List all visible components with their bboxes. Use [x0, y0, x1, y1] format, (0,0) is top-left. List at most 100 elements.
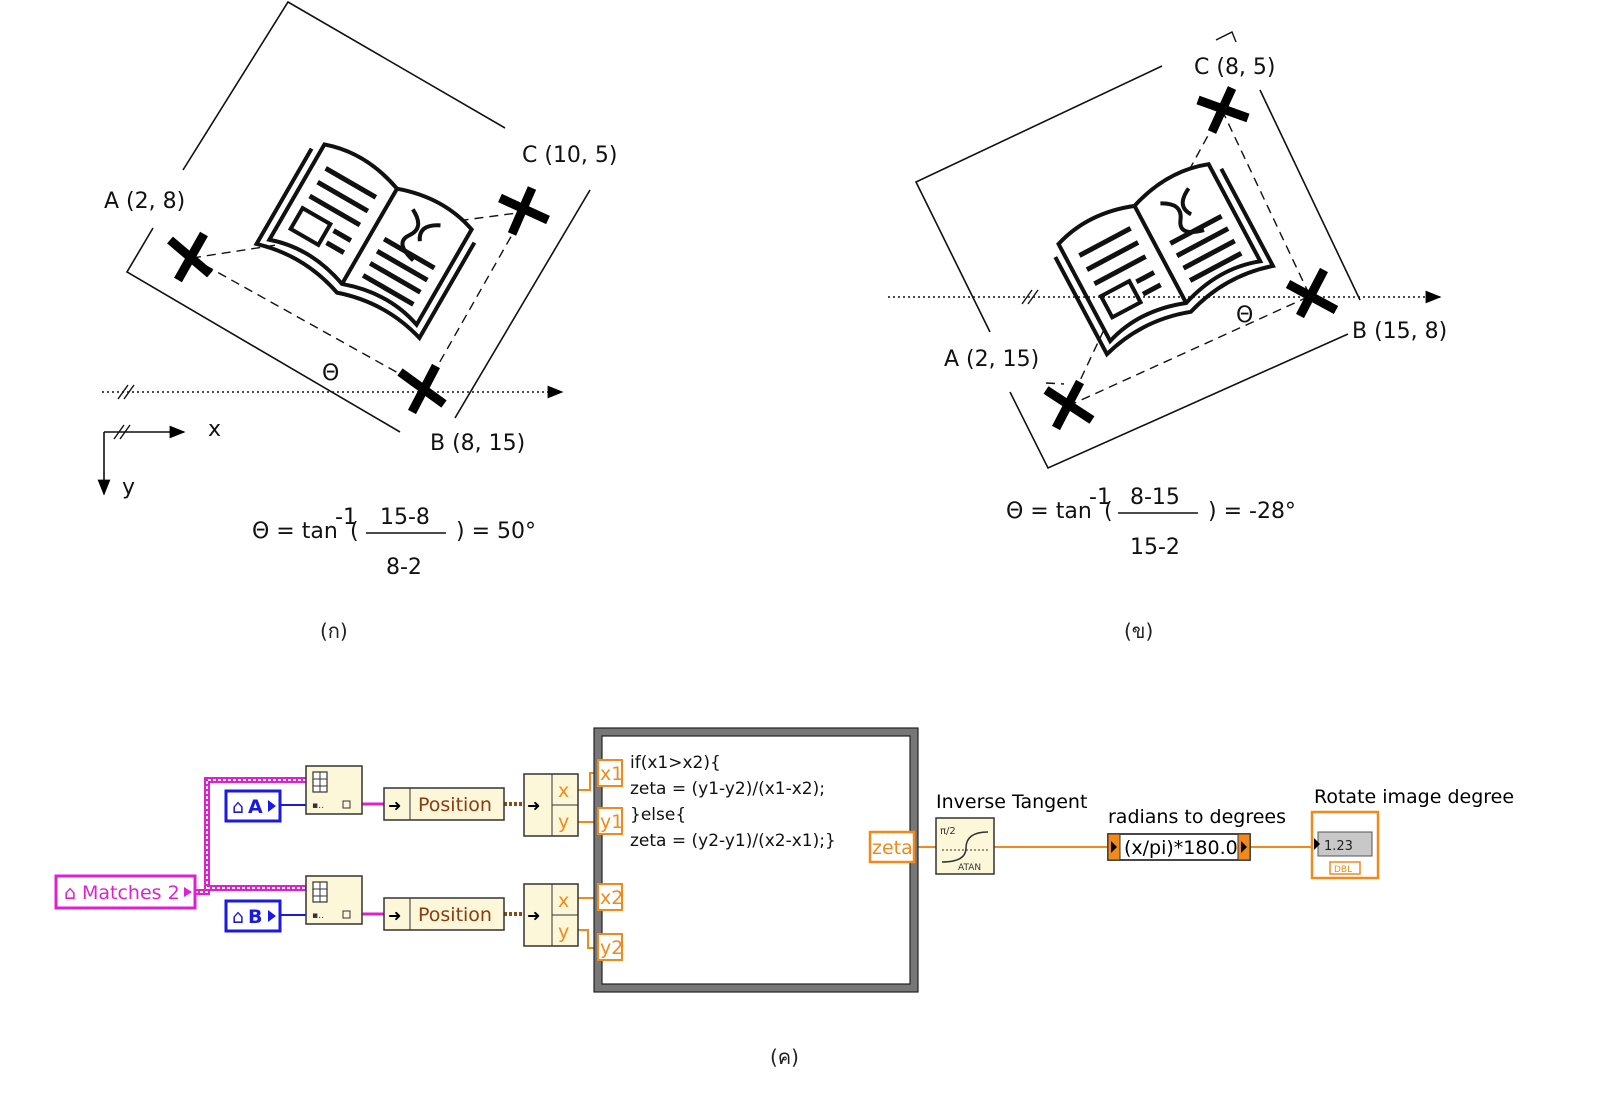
svg-text:15-2: 15-2 [1130, 535, 1180, 560]
panel-b-label-b: B (15, 8) [1352, 319, 1447, 344]
svg-text:(: ( [1104, 499, 1113, 524]
svg-text:x1: x1 [600, 763, 623, 785]
expression-formula: (x/pi)*180.0 [1124, 837, 1238, 859]
y-axis-label: y [122, 475, 135, 500]
indicator-value: 1.23 [1324, 839, 1353, 854]
panel-b: C (8, 5) B (15, 8) A (2, 15) Θ Θ = tan -… [888, 31, 1447, 643]
code-line-3: }else{ [630, 805, 686, 825]
panel-b-image-frame-right [1259, 89, 1361, 301]
svg-text:⌂: ⌂ [232, 906, 244, 928]
panel-c-caption: (ค) [770, 1045, 799, 1069]
formula-code: if(x1>x2){ zeta = (y1-y2)/(x1-x2); }else… [630, 753, 836, 851]
panel-a-caption: (ก) [320, 619, 348, 643]
ref-a-label: A [248, 796, 263, 818]
panel-b-parallel-mark [1021, 289, 1039, 305]
unbundle-node-2[interactable]: ➜ x y [523, 883, 579, 947]
brown-wire [504, 802, 524, 916]
svg-text:-1: -1 [1089, 485, 1111, 510]
rotate-image-degree-label: Rotate image degree [1314, 786, 1514, 808]
panel-a-image-frame-right [454, 189, 591, 419]
expression-node[interactable]: (x/pi)*180.0 [1107, 833, 1251, 861]
panel-a: A (2, 8) C (10, 5) B (8, 15) Θ x y Θ = t… [97, 0, 618, 643]
panel-a-equation: Θ = tan -1 ( 15-8 8-2 ) = 50° [252, 505, 536, 580]
index-array-node-2[interactable]: ▪‥ [305, 875, 363, 925]
unbundle-2-y: y [558, 921, 569, 943]
svg-text:(: ( [350, 519, 359, 544]
axis-parallel-mark [113, 424, 131, 440]
svg-text:) = 50°: ) = 50° [456, 519, 536, 544]
position-node-1[interactable]: ➜ Position [383, 787, 505, 821]
svg-text:) = -28°: ) = -28° [1208, 499, 1296, 524]
svg-text:Θ = tan: Θ = tan [252, 519, 338, 544]
panel-a-marker-a [167, 231, 213, 283]
position-label-1: Position [418, 794, 492, 816]
svg-text:▪‥: ▪‥ [312, 801, 324, 811]
input-y2[interactable]: y2 [597, 933, 623, 961]
svg-text:8-15: 8-15 [1130, 485, 1180, 510]
svg-text:➜: ➜ [388, 906, 401, 925]
radians-to-degrees-label: radians to degrees [1108, 806, 1286, 828]
input-x2[interactable]: x2 [597, 883, 623, 911]
panel-a-theta: Θ [322, 361, 339, 386]
panel-b-marker-b [1285, 267, 1339, 319]
panel-b-image-frame-corner [1215, 31, 1237, 43]
book-icon [253, 142, 477, 342]
panel-b-label-c: C (8, 5) [1194, 55, 1276, 80]
rotate-degree-indicator[interactable]: 1.23 DBL [1310, 810, 1380, 880]
unbundle-node-1[interactable]: ➜ x y [523, 773, 579, 837]
ref-b-control[interactable]: ⌂ B [224, 899, 282, 933]
svg-text:π/2: π/2 [940, 826, 956, 837]
code-line-4: zeta = (y2-y1)/(x2-x1);} [630, 831, 836, 851]
svg-text:⌂: ⌂ [232, 796, 244, 818]
svg-text:y2: y2 [600, 937, 623, 959]
svg-text:8-2: 8-2 [386, 555, 422, 580]
output-zeta[interactable]: zeta [868, 830, 916, 864]
panel-a-label-a: A (2, 8) [104, 189, 185, 214]
position-node-2[interactable]: ➜ Position [383, 897, 505, 931]
unbundle-1-y: y [558, 811, 569, 833]
input-x1[interactable]: x1 [597, 759, 623, 787]
index-array-node-1[interactable]: ▪‥ [305, 765, 363, 815]
panel-a-label-b: B (8, 15) [430, 431, 525, 456]
panel-c: ⌂ Matches 2 ⌂ A ⌂ B ▪‥ [54, 727, 1514, 1069]
unbundle-1-x: x [558, 780, 569, 802]
inverse-tangent-label: Inverse Tangent [936, 791, 1087, 813]
panel-b-marker-a [1043, 379, 1095, 431]
panel-b-theta: Θ [1236, 303, 1253, 328]
svg-text:➜: ➜ [388, 796, 401, 815]
blue-wire [280, 804, 306, 916]
panel-a-image-frame [182, 0, 506, 171]
atan-node[interactable]: π/2 ATAN [935, 817, 995, 875]
matches-2-control[interactable]: ⌂ Matches 2 [54, 874, 197, 910]
panel-b-caption: (ข) [1124, 619, 1153, 643]
svg-text:➜: ➜ [527, 796, 540, 815]
panel-a-label-c: C (10, 5) [522, 143, 618, 168]
svg-text:⌂: ⌂ [64, 882, 76, 904]
matches-2-label: Matches 2 [82, 882, 180, 904]
panel-b-label-a: A (2, 15) [944, 347, 1039, 372]
code-line-2: zeta = (y1-y2)/(x1-x2); [630, 779, 825, 799]
ref-a-control[interactable]: ⌂ A [224, 789, 282, 823]
svg-text:15-8: 15-8 [380, 505, 430, 530]
formula-node[interactable] [593, 727, 919, 993]
pink-wire [195, 777, 384, 916]
svg-text:y1: y1 [600, 811, 623, 833]
panel-b-image-frame-top [914, 65, 1163, 333]
panel-a-parallel-mark [117, 384, 135, 400]
panel-b-equation: Θ = tan -1 ( 8-15 15-2 ) = -28° [1006, 485, 1296, 560]
panel-b-image-frame-bottom [1009, 333, 1349, 470]
x-axis-label: x [208, 417, 221, 442]
ref-b-label: B [248, 906, 262, 928]
atan-label: ATAN [958, 863, 981, 873]
svg-text:➜: ➜ [527, 906, 540, 925]
code-line-1: if(x1>x2){ [630, 753, 721, 773]
panel-b-marker-c [1196, 86, 1250, 134]
svg-text:zeta: zeta [872, 837, 913, 859]
unbundle-2-x: x [558, 890, 569, 912]
position-label-2: Position [418, 904, 492, 926]
indicator-type: DBL [1334, 865, 1352, 875]
svg-text:x2: x2 [600, 887, 623, 909]
svg-text:▪‥: ▪‥ [312, 911, 324, 921]
input-y1[interactable]: y1 [597, 807, 623, 835]
